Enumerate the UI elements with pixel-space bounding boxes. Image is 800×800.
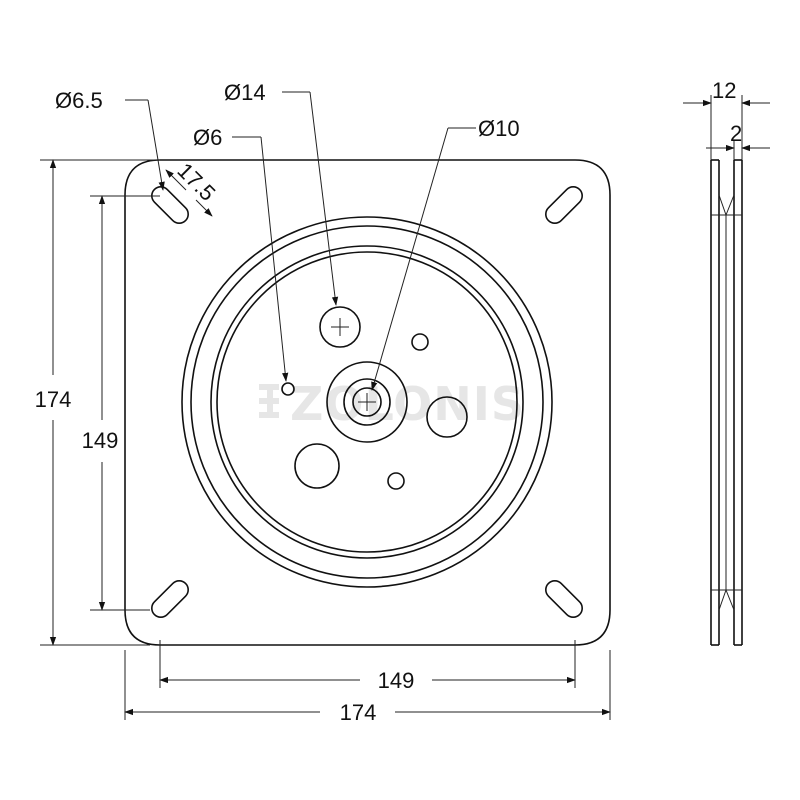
hole-6: [281, 382, 295, 396]
dimensions: 174 149 174 149 Ø6.5 17.5 Ø6 Ø: [35, 78, 770, 725]
slot-bottom-left: [151, 580, 189, 618]
holes: [281, 306, 468, 490]
dim-overall-width: 174: [340, 700, 377, 725]
dim-slot-diameter: Ø6.5: [55, 88, 103, 113]
inner-race-ring: [210, 245, 524, 559]
front-view: [124, 159, 611, 646]
inner-race-ring-inner: [216, 251, 518, 553]
dim-side-thickness: 12: [712, 78, 736, 103]
dim-overall-height: 174: [35, 387, 72, 412]
dim-bolt-width: 149: [378, 668, 415, 693]
dim-hole-medium: Ø14: [224, 80, 266, 105]
hole-small-bottom: [387, 472, 405, 490]
dim-side-plate: 2: [730, 121, 742, 146]
watermark-logo-icon: [259, 384, 279, 418]
hole-small-top: [411, 333, 429, 351]
hole-left-large: [294, 443, 340, 489]
dim-bolt-height: 149: [82, 428, 119, 453]
outer-race-ring: [181, 216, 553, 588]
dim-hole-small: Ø6: [193, 125, 222, 150]
slot-top-left: [151, 186, 189, 224]
center-hub: [326, 361, 408, 443]
hole-14: [319, 306, 361, 348]
dim-slot-length: 17.5: [172, 158, 220, 206]
slot-holes: [151, 186, 583, 618]
side-view: [710, 159, 743, 646]
slot-bottom-right: [545, 580, 583, 618]
slot-top-right: [545, 186, 583, 224]
watermark: ZOLONIS: [259, 377, 524, 431]
outer-race-ring-inner: [190, 225, 544, 579]
dim-hole-center: Ø10: [478, 116, 520, 141]
hole-right: [426, 396, 468, 438]
